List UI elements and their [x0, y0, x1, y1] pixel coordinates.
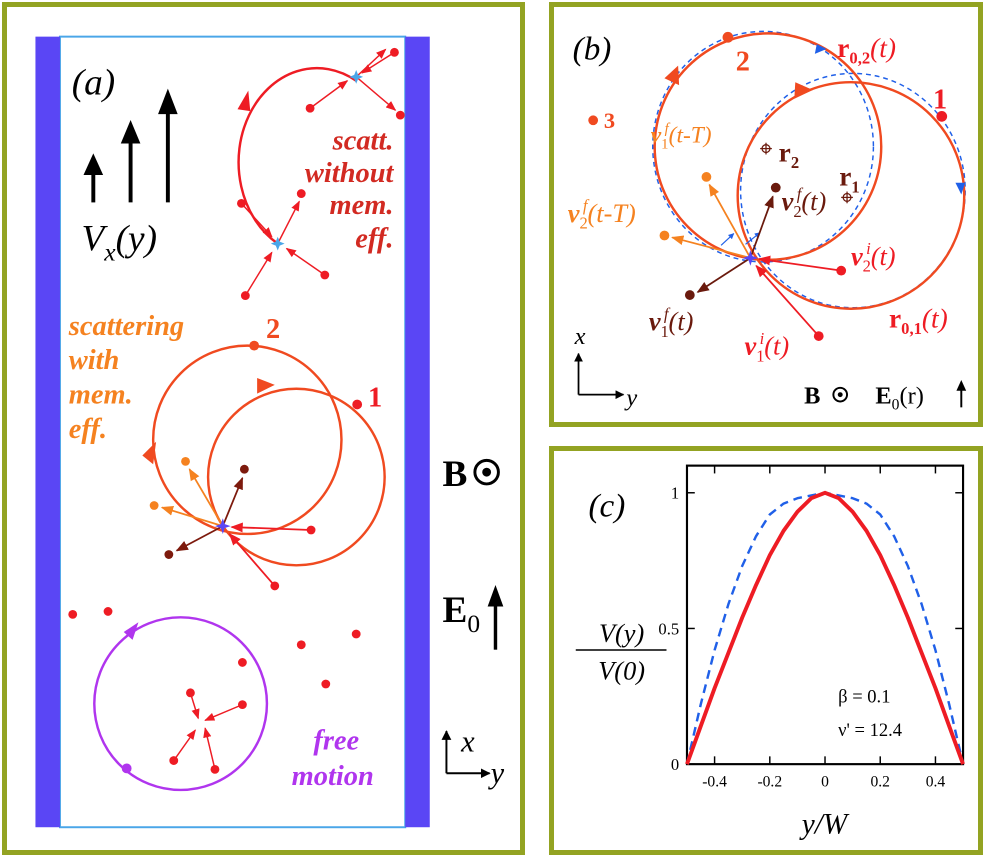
velocity-label: Vx(y): [82, 218, 157, 266]
annotation-beta: β = 0.1: [838, 687, 890, 708]
axis-ticks: -0.4 -0.2 0 0.2 0.4 0 0.5 1: [658, 465, 964, 791]
x-tick-label: 0.2: [870, 774, 890, 791]
panel-b-e-field: E0(r): [875, 380, 967, 413]
svg-text:B: B: [443, 454, 468, 495]
y-tick-label: 1: [671, 484, 679, 503]
y-label-denominator: V(0): [598, 656, 645, 685]
svg-text:E0(r): E0(r): [875, 382, 923, 413]
v2f-t-label: ν2f(t): [782, 184, 827, 221]
svg-text:scatt.: scatt.: [332, 125, 394, 156]
panel-b-figure: (b) 2 1 3 r0,2(t) r0,1(t) r2 r1: [568, 30, 967, 413]
svg-text:without: without: [305, 158, 395, 189]
plot-frame: [685, 464, 965, 766]
r02-label: r0,2(t): [837, 33, 896, 68]
r2-label: r2: [779, 137, 799, 172]
y-label-numerator: V(y): [599, 619, 644, 648]
x-axis-label: y/W: [799, 808, 850, 840]
svg-text:E0: E0: [443, 590, 481, 638]
panel-b-label: (b): [573, 31, 612, 68]
v1f-t-label: ν1f(t): [649, 304, 694, 341]
channel-wall-left: [35, 36, 60, 828]
panel-b-velocities: [659, 172, 847, 341]
panel-a-axes: x y: [441, 725, 505, 790]
velocity-profile-arrows: [83, 88, 178, 203]
velocity-profile-chart: (c) V(y) V(0) y/W -0.4 -0.2 0 0.2 0.4 0 0.5 1 β…: [575, 464, 965, 840]
x-tick-label: -0.4: [702, 774, 727, 791]
chart-series: [685, 490, 965, 765]
x-tick-label: 0.4: [926, 774, 946, 791]
r1-label: r1: [839, 162, 859, 197]
annotation-nu: ν' = 12.4: [838, 720, 902, 741]
svg-text:x: x: [574, 323, 586, 350]
panel-a-figure: (a) Vx(y) scatt. without mem.: [35, 35, 505, 829]
panel-b-b-field: B: [804, 382, 849, 409]
scatt-without-mem-label: scatt. without mem. eff.: [305, 125, 395, 254]
panel-a-label: (a): [72, 63, 115, 104]
magnetic-field-indicator: B: [443, 454, 500, 495]
point-3-label: 3: [604, 108, 615, 133]
series-line-dashed: [685, 491, 965, 765]
panel-b-axes: x y: [574, 323, 638, 412]
svg-text:eff.: eff.: [69, 414, 107, 445]
y-tick-label: 0.5: [658, 619, 679, 638]
svg-text:free: free: [313, 726, 359, 757]
svg-text:B: B: [804, 382, 820, 409]
scatt-with-mem-diagram: 2 1: [142, 314, 386, 591]
svg-text:with: with: [69, 345, 120, 376]
free-motion-diagram: [68, 607, 361, 792]
x-tick-label: 0: [821, 774, 829, 791]
r01-label: r0,1(t): [889, 303, 948, 338]
panel-a: (a) Vx(y) scatt. without mem.: [2, 2, 525, 855]
panel-c: (c) V(y) V(0) y/W -0.4 -0.2 0 0.2 0.4 0 0.5 1 β…: [549, 446, 983, 855]
series-line-solid: [685, 490, 965, 765]
channel-wall-right: [405, 36, 430, 828]
svg-text:y: y: [623, 384, 637, 411]
svg-text:y: y: [488, 756, 505, 790]
panel-c-label: (c): [588, 487, 625, 524]
v2i-t-label: ν2i(t): [851, 239, 896, 276]
panel-b-orbits: [588, 30, 966, 310]
y-tick-label: 0: [671, 755, 679, 774]
orbit-2-label: 2: [266, 314, 280, 345]
orbit-1-label: 1: [368, 382, 382, 413]
point-2-label: 2: [736, 46, 750, 77]
v1i-t-label: ν1i(t): [745, 329, 790, 366]
electric-field-indicator: E0: [443, 584, 504, 650]
point-1-label: 1: [933, 85, 947, 116]
svg-text:eff.: eff.: [355, 224, 393, 255]
svg-text:scattering: scattering: [68, 311, 184, 342]
svg-text:motion: motion: [292, 761, 374, 792]
v2f-t-minus-T-label: ν2f(t-T): [568, 196, 636, 233]
free-motion-label: free motion: [292, 726, 374, 792]
center-markers: [760, 142, 853, 204]
panel-b: (b) 2 1 3 r0,2(t) r0,1(t) r2 r1: [549, 2, 983, 427]
scatt-with-mem-label: scattering with mem. eff.: [68, 311, 184, 445]
svg-text:x: x: [460, 725, 475, 759]
svg-text:mem.: mem.: [69, 379, 133, 410]
scatt-without-mem-diagram: [237, 47, 405, 301]
x-tick-label: -0.2: [757, 774, 782, 791]
svg-text:mem.: mem.: [329, 190, 393, 221]
v1f-t-minus-T-label: ν1f(t-T): [651, 121, 712, 153]
